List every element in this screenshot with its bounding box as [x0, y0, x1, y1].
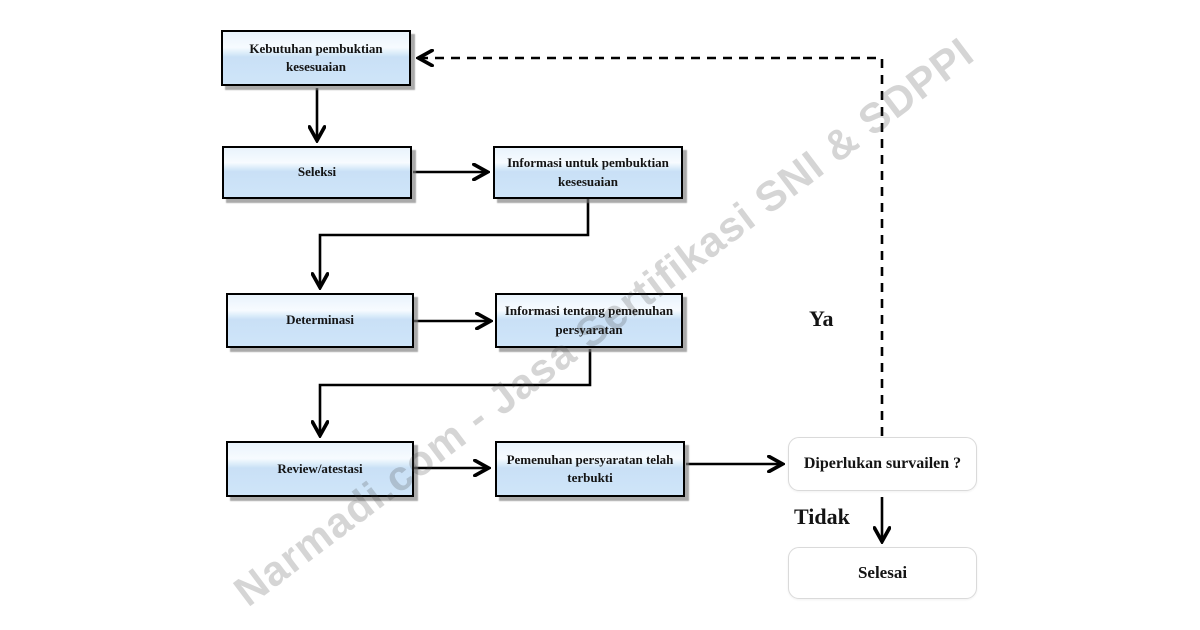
node-selesai: Selesai — [788, 547, 977, 599]
node-label: Determinasi — [286, 312, 354, 328]
node-pemenuhan-terbukti: Pemenuhan persyaratan telah terbukti — [495, 441, 685, 497]
edge-survailen-ya-loop-to-kebutuhan — [420, 58, 884, 436]
node-label: Diperlukan survailen ? — [803, 455, 962, 472]
edge-informasi-pembuktian-to-determinasi — [320, 199, 590, 286]
node-diperlukan-survailen: Diperlukan survailen ? — [788, 437, 977, 491]
node-review-atestasi: Review/atestasi — [226, 441, 414, 497]
edge-informasi-pemenuhan-to-review — [320, 349, 592, 434]
node-label: Selesai — [857, 563, 908, 582]
node-determinasi: Determinasi — [226, 293, 414, 348]
node-label: Kebutuhan pembuktian kesesuaian — [249, 40, 383, 74]
node-informasi-pemenuhan: Informasi tentang pemenuhan persyaratan — [495, 293, 683, 348]
node-label: Seleksi — [297, 164, 337, 180]
node-label: Pemenuhan persyaratan telah terbukti — [506, 451, 674, 485]
node-seleksi: Seleksi — [222, 146, 412, 199]
node-kebutuhan-pembuktian: Kebutuhan pembuktian kesesuaian — [221, 30, 411, 86]
node-label: Review/atestasi — [277, 460, 363, 476]
edge-label-ya: Ya — [809, 306, 834, 331]
edge-label-tidak: Tidak — [794, 504, 850, 529]
node-label: Informasi untuk pembuktian kesesuaian — [507, 155, 669, 189]
node-informasi-pembuktian: Informasi untuk pembuktian kesesuaian — [493, 146, 683, 199]
node-label: Informasi tentang pemenuhan persyaratan — [504, 303, 674, 337]
